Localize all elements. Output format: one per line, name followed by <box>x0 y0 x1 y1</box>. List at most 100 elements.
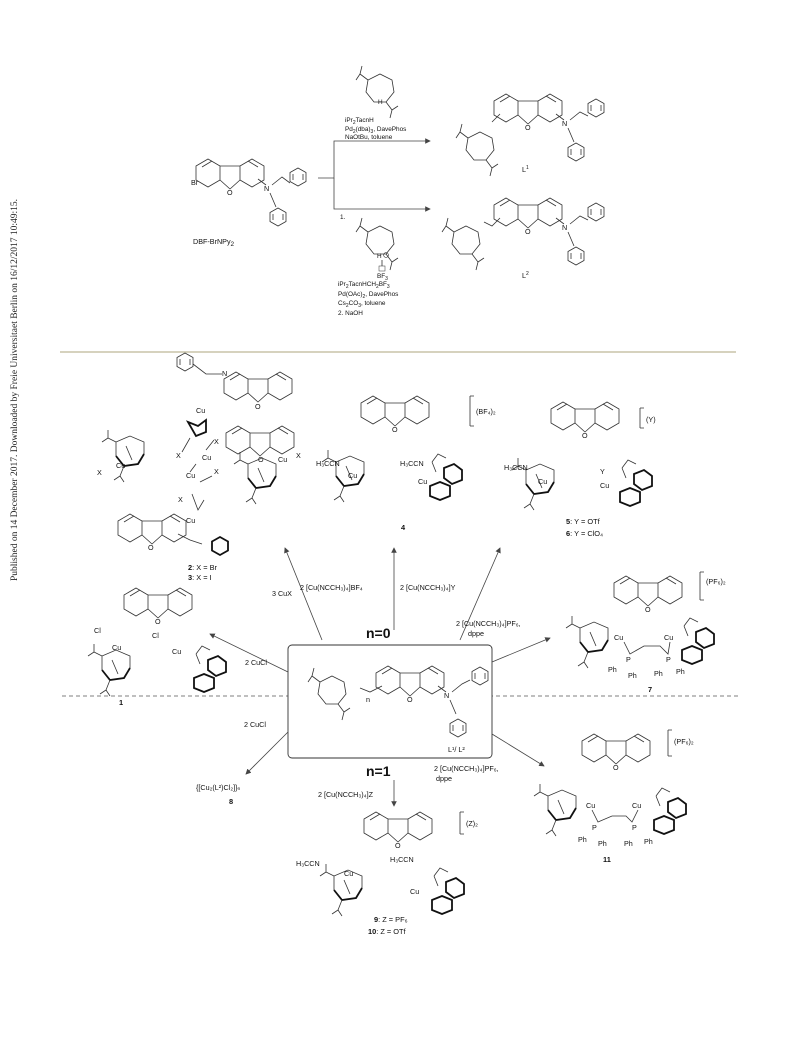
c7-oxygen: O <box>645 605 651 614</box>
c7-counter-ion: (PF₆)₂ <box>706 577 726 586</box>
arrow-to-8 <box>245 731 289 775</box>
starting-material-dbf-brnpy2: Br O N DBF-BrNPy2 <box>191 158 307 248</box>
c23-label-3: 3: X = I <box>188 573 212 582</box>
c4-label: 4 <box>401 523 406 532</box>
linker-n-label: n <box>366 695 370 704</box>
ligand-box <box>287 644 493 759</box>
c23-x4: X <box>178 495 183 504</box>
oxygen-atom: O <box>227 188 233 197</box>
l1-oxygen: O <box>525 123 531 132</box>
c8-label: 8 <box>229 797 233 806</box>
c7-ph-2: Ph <box>628 671 637 680</box>
arrow-label-z: 2 [Cu(NCCH₃)₄]Z <box>318 790 374 799</box>
synthesis-panel: Br O N DBF-BrNPy2 H iPr2TacnH Pd2(dba)3,… <box>191 65 605 317</box>
c11-ph-3: Ph <box>624 839 633 848</box>
c23-x-right: X <box>296 451 301 460</box>
c23-label-2: 2: X = Br <box>188 563 218 572</box>
arrow-to-2-3 <box>284 547 323 641</box>
arrow-to-l2 <box>333 178 431 212</box>
lower-reagent-tacn-bf3: H BF3 <box>355 217 399 282</box>
compound-9-10: O H₃CCN H₃CCN Cu Cu (Z)₂ 9: Z = PF₆ 10: … <box>296 811 478 936</box>
compound-1: O Cl Cl Cu Cu 1 <box>87 587 227 707</box>
c7-label: 7 <box>648 685 652 694</box>
l1-label: L1 <box>522 165 529 174</box>
l2-oxygen: O <box>525 227 531 236</box>
c7-ph-1: Ph <box>608 665 617 674</box>
c1-cl-1: Cl <box>94 626 101 635</box>
c910-solvent-1: H₃CCN <box>296 859 320 868</box>
c910-cu-1: Cu <box>344 869 353 878</box>
arrow-label-7a: 2 [Cu(NCCH₃)₄]PF₆, <box>456 619 521 628</box>
arrow-label-3cux: 3 CuX <box>272 589 292 598</box>
arrow-label-bf4: 2 [Cu(NCCH₃)₄]BF₄ <box>300 583 363 592</box>
tacn-h-plus: H <box>377 253 382 260</box>
arrow-label-cucl-8: 2 CuCl <box>244 720 266 729</box>
lower-step-1: 1. <box>340 214 346 221</box>
central-ligand-structure: O N n <box>307 665 489 738</box>
c910-label-9: 9: Z = PF₆ <box>374 915 408 924</box>
c11-cu-1: Cu <box>586 801 595 810</box>
arrow-to-1 <box>209 633 289 673</box>
upper-reagent-name: iPr2TacnH <box>345 117 374 126</box>
c11-oxygen: O <box>613 763 619 772</box>
c23-cu-mid1: Cu <box>202 453 211 462</box>
c1-cl-2: Cl <box>152 631 159 640</box>
c4-oxygen: O <box>392 425 398 434</box>
l2-label: L2 <box>522 271 529 280</box>
c23-x3: X <box>214 467 219 476</box>
c8-formula: {[Cu₂(L²)Cl₂]}ₙ <box>196 783 241 792</box>
product-l1: O N L1 <box>455 93 605 177</box>
starting-material-label: DBF-BrNPy2 <box>193 237 235 248</box>
lower-reagent-name: iPr2TacnHCH2BF3 <box>338 281 390 290</box>
c56-cu-1: Cu <box>538 477 547 486</box>
central-oxygen: O <box>407 695 413 704</box>
c4-solvent-2: H₃CCN <box>400 459 424 468</box>
c910-counter-ion: (Z)₂ <box>466 819 478 828</box>
c11-ph-4: Ph <box>644 837 653 846</box>
c11-p-2: P <box>632 823 637 832</box>
bromine-atom: Br <box>191 178 199 187</box>
product-l2: O N L2 <box>441 197 605 280</box>
c56-y-ligand: Y <box>600 467 605 476</box>
c23-cu-mid2: Cu <box>186 471 195 480</box>
compound-7: O Cu Cu P P Ph Ph Ph Ph (PF₆)₂ 7 <box>565 571 726 694</box>
c23-o-top: O <box>255 402 261 411</box>
bf3-group: BF3 <box>377 273 388 282</box>
lower-step-2: 2. NaOH <box>338 310 363 317</box>
arrow-to-7 <box>491 637 551 663</box>
c910-solvent-2: H₃CCN <box>390 855 414 864</box>
c910-cu-2: Cu <box>410 887 419 896</box>
compound-5-6: O H₃CCN Cu Cu Y (Y) 5: Y = OTf 6: Y = Cl… <box>504 401 656 538</box>
c56-cu-2: Cu <box>600 481 609 490</box>
compound-8: {[Cu₂(L²)Cl₂]}ₙ 8 <box>196 783 241 806</box>
c23-cu-left: Cu <box>116 461 125 470</box>
coordination-scheme: O N n L¹/ L² n=0 n=1 3 CuX 2 [Cu(NCCH₃)₄… <box>62 352 740 936</box>
arrow-label-11a: 2 [Cu(NCCH₃)₄]PF₆, <box>434 764 499 773</box>
c11-p-1: P <box>592 823 597 832</box>
compound-4: O H₃CCN H₃CCN Cu Cu (BF₄)₂ 4 <box>316 395 496 532</box>
tacn-h-atom: H <box>378 99 383 106</box>
c7-cu-2: Cu <box>664 633 673 642</box>
c7-p-1: P <box>626 655 631 664</box>
c23-cu-right: Cu <box>278 455 287 464</box>
c910-oxygen: O <box>395 841 401 850</box>
arrow-label-y: 2 [Cu(NCCH₃)₄]Y <box>400 583 456 592</box>
c56-oxygen: O <box>582 431 588 440</box>
c7-p-2: P <box>666 655 671 664</box>
c23-x1: X <box>214 437 219 446</box>
arrow-label-11b: dppe <box>436 774 452 783</box>
c56-counter-ion: (Y) <box>646 415 656 424</box>
c23-x-left: X <box>97 468 102 477</box>
c11-ph-2: Ph <box>598 839 607 848</box>
c23-o-bottom: O <box>148 543 154 552</box>
c11-label: 11 <box>603 855 611 864</box>
upper-conditions-2: NaOtBu, toluene <box>345 134 393 141</box>
c23-n-top: N <box>222 369 227 378</box>
c56-label-5: 5: Y = OTf <box>566 517 601 526</box>
arrow-to-5-6 <box>459 547 501 641</box>
l2-amine-n: N <box>562 223 567 232</box>
arrow-to-11 <box>491 733 545 767</box>
upper-conditions-1: Pd2(dba)3, DavePhos <box>345 126 406 135</box>
arrow-label-cucl-1: 2 CuCl <box>245 658 267 667</box>
